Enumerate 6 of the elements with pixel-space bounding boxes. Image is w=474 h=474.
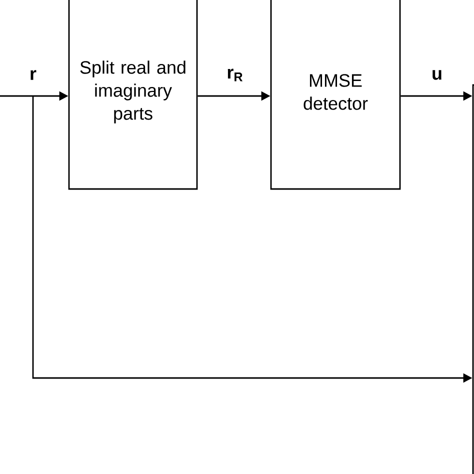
edge-label: r [30,70,36,80]
block-edge [472,84,474,474]
edge-label: u [432,70,442,80]
edge-label: r$_{R}$ [228,68,243,82]
process-box: MMSE detector [270,0,401,190]
process-box: Split real and imaginary parts [68,0,198,190]
